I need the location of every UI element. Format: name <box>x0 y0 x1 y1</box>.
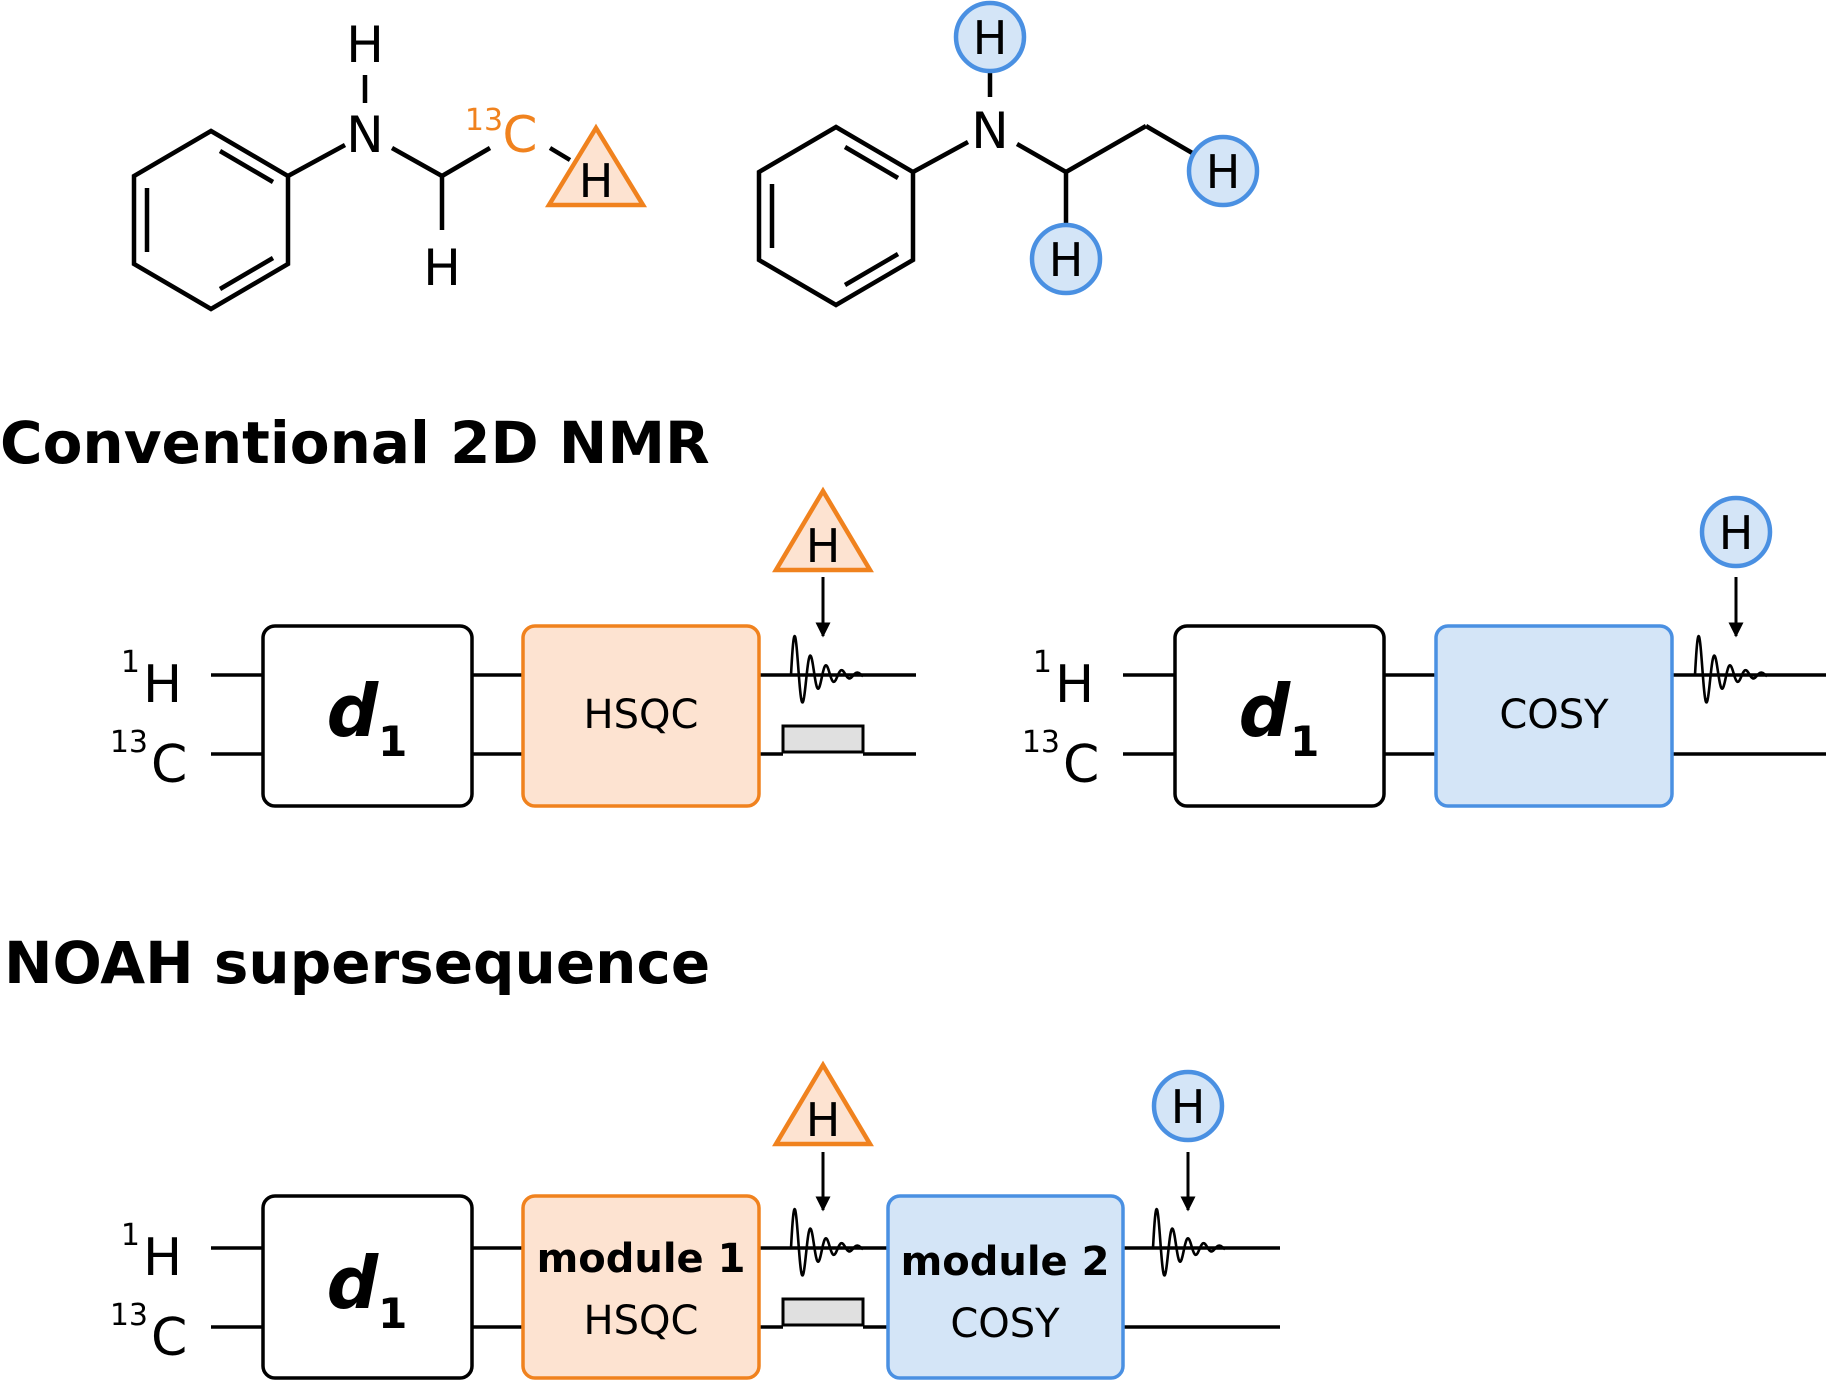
molecule-left: N H H 13 C H <box>131 16 648 312</box>
svg-text:H: H <box>1049 233 1084 287</box>
bond-ch3-h-right <box>1144 124 1196 156</box>
highlight-triangle-h: H <box>544 123 648 208</box>
svg-text:H: H <box>1171 1080 1206 1134</box>
module-2-label: COSY <box>950 1301 1060 1347</box>
noah-title: NOAH supersequence <box>4 929 710 997</box>
fid-signal <box>1151 1207 1226 1277</box>
hsqc-label: HSQC <box>584 692 699 738</box>
marker-circle-h: H <box>1699 495 1773 569</box>
highlight-circle-h-ch3: H <box>1186 134 1260 208</box>
module-1-block: module 1 HSQC <box>521 1194 761 1380</box>
fid-signal <box>789 1207 864 1277</box>
marker-triangle-h: H <box>772 486 874 573</box>
nh-hydrogen-label: H <box>346 16 384 74</box>
module-1-title: module 1 <box>537 1236 746 1282</box>
svg-text:d1: d1 <box>327 1241 408 1338</box>
svg-text:d1: d1 <box>1239 669 1320 766</box>
bond-ch2-c13 <box>440 146 492 178</box>
marker-triangle-h: H <box>772 1060 874 1147</box>
marker-circle-h: H <box>1151 1069 1225 1143</box>
molecule-right: N H H H <box>756 0 1260 308</box>
pulse-sequence-hsqc: 1 H 13 C d1 HSQC H <box>110 486 916 808</box>
svg-text:13: 13 <box>110 1298 148 1333</box>
delay-d1-block: d1 <box>261 1194 474 1380</box>
svg-text:H: H <box>1055 655 1094 715</box>
pulse-sequence-noah: 1 H 13 C d1 module 1 HSQC H <box>110 1060 1280 1380</box>
svg-text:H: H <box>1206 145 1241 199</box>
bond-n-ch2 <box>390 146 444 178</box>
h-channel-symbol: H <box>143 655 182 715</box>
hsqc-block: HSQC <box>521 624 761 808</box>
svg-text:H: H <box>1719 506 1754 560</box>
delay-d1-block: d1 <box>261 624 474 808</box>
highlight-circle-h-ch2: H <box>1029 222 1103 296</box>
svg-text:H: H <box>806 519 841 573</box>
decoupling-block <box>781 724 865 754</box>
svg-text:1: 1 <box>121 1218 140 1253</box>
svg-text:H: H <box>973 11 1008 65</box>
c-channel-mass: 13 <box>110 725 148 760</box>
bond-n-ch2-right <box>1015 142 1068 174</box>
nitrogen-label: N <box>346 106 383 164</box>
benzene-ring-right <box>756 124 916 308</box>
benzene-ring-left <box>131 128 291 312</box>
svg-text:1: 1 <box>1033 645 1052 680</box>
c-channel-symbol: C <box>151 735 187 795</box>
svg-text:13: 13 <box>1022 725 1060 760</box>
svg-text:d1: d1 <box>327 669 408 766</box>
pulse-sequence-cosy: 1 H 13 C d1 COSY H <box>1022 495 1826 808</box>
c13-mass-label: 13 <box>465 103 503 138</box>
bond-ring-n-right <box>911 140 970 174</box>
delay-d1-block: d1 <box>1173 624 1386 808</box>
svg-text:H: H <box>143 1228 182 1288</box>
module-2-block: module 2 COSY <box>886 1194 1125 1380</box>
decoupling-block <box>781 1297 865 1327</box>
bond-ring-n <box>286 143 347 178</box>
c13-symbol-label: C <box>503 106 538 164</box>
svg-text:C: C <box>151 1308 187 1368</box>
module-1-label: HSQC <box>584 1298 699 1344</box>
svg-text:C: C <box>1063 735 1099 795</box>
ch2-hydrogen-label: H <box>423 239 461 297</box>
cosy-label: COSY <box>1499 692 1609 738</box>
h-channel-mass: 1 <box>121 645 140 680</box>
fid-signal <box>1693 634 1768 704</box>
svg-text:H: H <box>806 1093 841 1147</box>
module-2-title: module 2 <box>901 1239 1110 1285</box>
conventional-title: Conventional 2D NMR <box>0 409 710 477</box>
fid-signal <box>789 634 864 704</box>
triangle-hydrogen-label: H <box>579 154 614 208</box>
highlight-circle-h-nh: H <box>953 0 1027 74</box>
bond-ch2-ch3-right <box>1064 124 1148 174</box>
bond-c13-h <box>548 146 572 162</box>
cosy-block: COSY <box>1434 624 1674 808</box>
nitrogen-label-right: N <box>971 102 1008 160</box>
